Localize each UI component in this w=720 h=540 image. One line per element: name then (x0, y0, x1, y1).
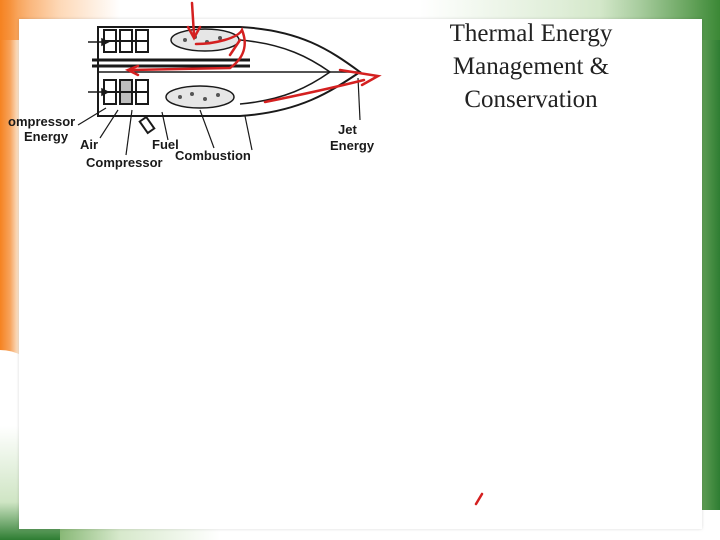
title-line-3: Conservation (464, 86, 598, 113)
engine-shaft (92, 58, 250, 68)
label-jet-energy-1: Jet (338, 122, 357, 137)
label-compressor-energy-1: ompressor (8, 114, 75, 129)
label-compressor-energy-2: Energy (24, 129, 69, 144)
combustion-pattern (178, 35, 222, 101)
jet-engine-diagram: ompressor Energy Air Compressor Fuel Com… (8, 1, 382, 170)
title-line-2: Management & (452, 53, 610, 80)
label-compressor: Compressor (86, 155, 163, 170)
label-leader-lines (77, 77, 361, 156)
fuel-nozzle-icon (138, 115, 156, 135)
compressor-lower (103, 79, 149, 105)
slide-title: Thermal Energy Management & Conservation (420, 17, 642, 116)
title-line-1: Thermal Energy (449, 20, 613, 47)
annotation-flow-arrows (124, 1, 382, 104)
combustion-chambers (165, 28, 240, 109)
label-jet-energy-2: Energy (330, 138, 375, 153)
label-air: Air (80, 137, 98, 152)
label-combustion: Combustion (175, 148, 251, 163)
label-fuel: Fuel (152, 137, 179, 152)
intake-arrows (88, 37, 110, 97)
compressor-upper (103, 29, 149, 53)
